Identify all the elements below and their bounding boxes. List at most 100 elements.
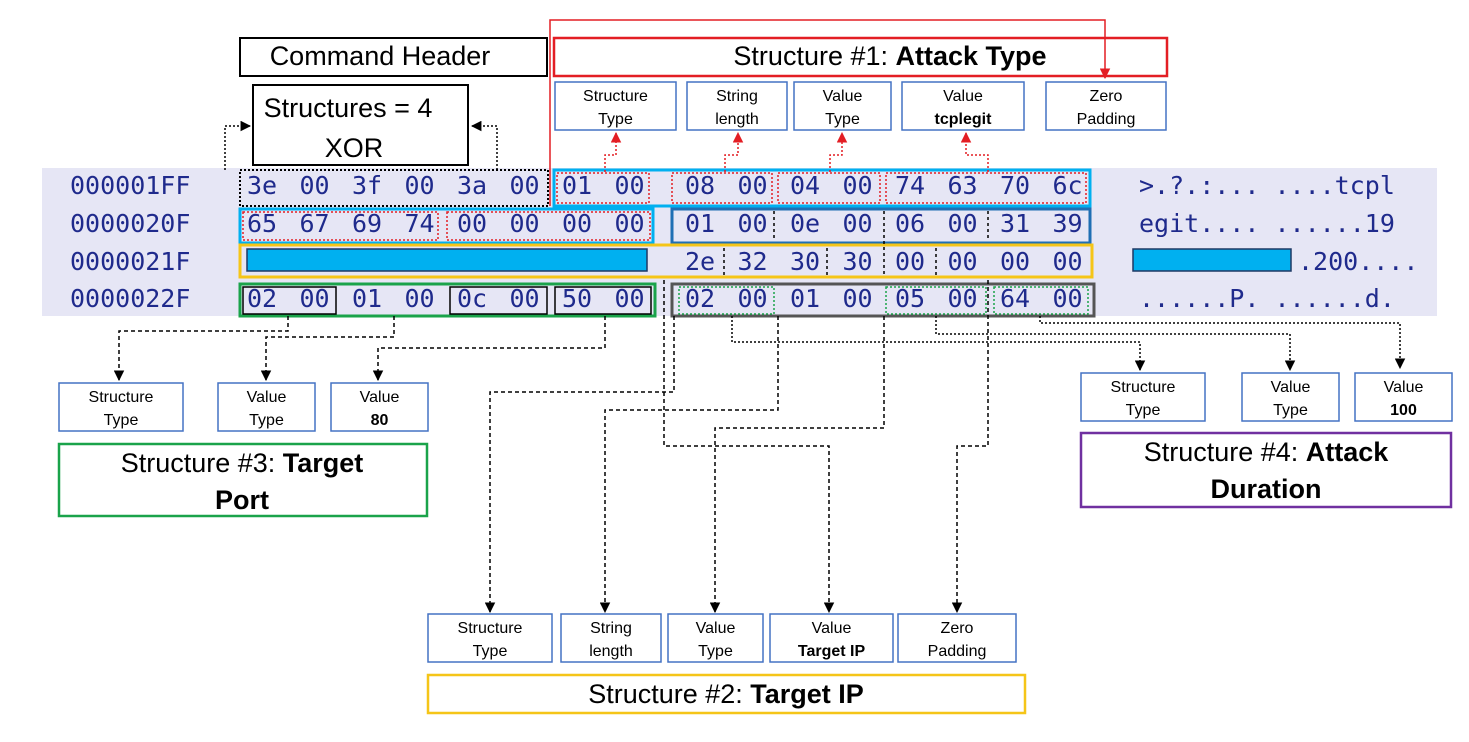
command-header-label: Command Header [270,41,491,71]
field-label: String [716,88,758,105]
hex-byte: 00 [842,284,872,313]
structure3-title: Structure #3: Target [121,448,364,478]
hex-byte: 00 [1000,247,1030,276]
hex-byte: 00 [404,284,434,313]
hex-byte: 00 [614,209,644,238]
hex-byte: 00 [509,171,539,200]
hex-byte: 00 [947,247,977,276]
redacted-bar [246,248,648,272]
hex-byte: 04 [790,171,820,200]
offset-label: 0000020F [70,209,190,238]
hex-byte: 00 [404,171,434,200]
field-label: Value [812,620,852,637]
field-label: Type [598,111,633,128]
structure1-title-box [552,36,1169,78]
structure1-title: Structure #1: Attack Type [733,41,1046,71]
offset-label: 000001FF [70,171,190,200]
hex-byte: 3e [247,171,277,200]
structure2-title-box [426,673,1027,715]
hex-byte: 74 [895,171,925,200]
hex-byte: 00 [509,284,539,313]
field-label: 80 [371,412,389,429]
field-label: length [589,643,633,660]
structure2-row21f-box [238,243,1094,279]
hex-byte: 3a [457,171,487,200]
hex-byte: 39 [1052,209,1082,238]
hex-byte: 30 [842,247,872,276]
field-label: 100 [1390,402,1417,419]
hex-byte: 6c [1052,171,1082,200]
field-label: Padding [1077,111,1136,128]
hex-byte: 74 [404,209,434,238]
field-box [769,613,894,663]
hex-byte: 00 [299,284,329,313]
hex-byte: 00 [562,209,592,238]
hex-byte: 3f [352,171,382,200]
structure4-title-line2: Duration [1211,474,1322,504]
structure3-connectors [113,316,606,382]
hex-byte: 63 [947,171,977,200]
field-label: Value [247,389,287,406]
hex-byte: 02 [685,284,715,313]
field-box [901,81,1025,131]
ascii-text: >.?.:... ....tcpl [1139,171,1395,200]
structure1-field-arrows [604,131,989,172]
field-label: Structure [458,620,523,637]
zero-padding-connector [549,19,1111,206]
field-box [58,382,184,432]
hex-byte: 0c [457,284,487,313]
hex-byte: 69 [352,209,382,238]
structure1-fields: StructureTypeStringlengthValueTypeValuet… [554,81,1167,131]
field-box [1045,81,1167,131]
field-label: Target IP [798,643,866,660]
structure2-field-dividers [723,211,989,275]
hex-byte: 70 [1000,171,1030,200]
hex-byte: 00 [842,209,872,238]
field-label: Type [1126,402,1161,419]
structure3-title-line2: Port [215,485,269,515]
xor-connectors [224,120,498,170]
hex-byte: 00 [1052,247,1082,276]
hex-byte: 06 [895,209,925,238]
field-label: Value [696,620,736,637]
field-label: Structure [89,389,154,406]
structure4-bytes-box [670,282,1096,318]
field-box [560,613,662,663]
hex-byte: 01 [685,209,715,238]
structure4-connectors [731,316,1406,372]
hex-byte: 00 [895,247,925,276]
command-header-bytes-box [239,169,549,207]
field-box [330,382,429,432]
field-label: Value [943,88,983,105]
field-box [897,613,1017,663]
hex-byte: 0e [790,209,820,238]
field-label: Value [823,88,863,105]
hex-byte: 01 [790,284,820,313]
hex-byte: 32 [737,247,767,276]
structure4-field-dividers [678,286,1089,315]
structure4-title-box [1079,431,1453,509]
hex-byte: 02 [247,284,277,313]
hex-byte: 00 [614,284,644,313]
structure3-bytes-box [238,282,657,318]
field-box [1080,372,1206,422]
xor-label: XOR [325,133,384,163]
field-label: Padding [928,643,987,660]
structure4-title: Structure #4: Attack [1144,437,1390,467]
field-box [1241,372,1340,422]
field-label: Type [104,412,139,429]
hex-byte: 65 [247,209,277,238]
offset-label: 0000022F [70,284,190,313]
structure1-padding-box [238,207,655,245]
field-box [427,613,553,663]
hex-byte: 50 [562,284,592,313]
field-label: Zero [941,620,974,637]
field-label: Zero [1090,88,1123,105]
hex-byte: 30 [790,247,820,276]
structure3-title-box [57,442,429,518]
hex-byte: 00 [614,171,644,200]
field-label: Value [1271,379,1311,396]
